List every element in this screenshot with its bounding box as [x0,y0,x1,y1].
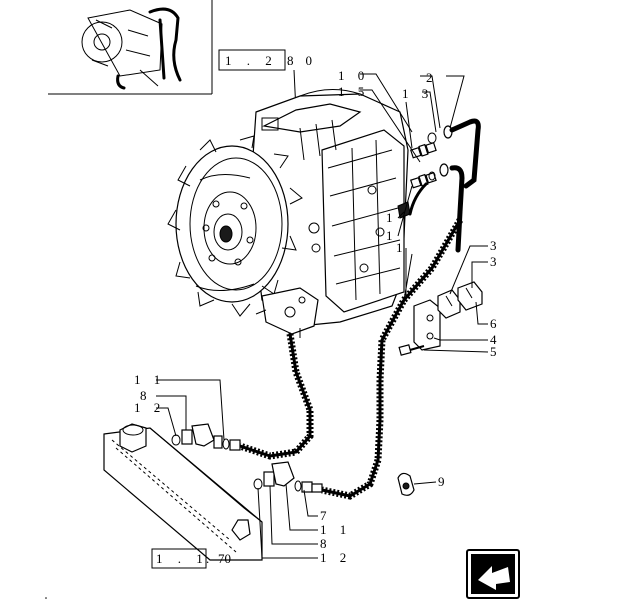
callout-5: 5 [490,344,502,359]
callout-11-bottom: 1 1 [320,522,351,537]
reference-1-17[interactable]: 1 . 1 7 . 0 [151,548,237,569]
bolt [398,344,425,356]
reference-1-28[interactable]: 1 . 2 8 . 0 [218,49,318,113]
callout-4: 4 [490,332,502,347]
oil-cooler [103,423,263,561]
thumbnail-inset [48,0,213,95]
clamp-half-upper [437,289,461,319]
callout-12-bottom: 1 2 [320,550,351,565]
leader-lines [156,73,489,559]
callout-1c: 1 [396,240,408,255]
lower-fittings [171,423,323,493]
reference-top-label: 1 . 2 8 [225,53,300,68]
stray-dot [45,597,47,599]
reference-box-top[interactable] [218,49,286,71]
callout-12-left: 1 2 [134,400,165,415]
callout-9: 9 [438,474,450,489]
reference-bottom-suffix: . 0 [206,551,237,566]
callout-7: 7 [320,508,332,523]
callout-3a: 3 [490,238,502,253]
callouts: 1 0 1 5 2 1 3 1 1 1 3 3 6 4 5 1 1 8 1 2 … [134,68,502,565]
arrow-down-left-icon[interactable] [466,549,520,599]
callout-2: 2 [426,70,438,85]
callout-11-left: 1 1 [134,372,165,387]
callout-6: 6 [490,316,502,331]
callout-10: 1 0 [338,68,369,83]
clamp-bracket-parts [397,281,483,496]
reference-top-suffix: . 0 [287,53,318,68]
callout-15: 1 5 [338,84,369,99]
thumbnail-transmission-sketch [81,7,182,90]
callout-8-left: 8 [140,388,152,403]
bracket-plate [413,299,441,351]
callout-3b: 3 [490,254,502,269]
callout-8-bottom: 8 [320,536,332,551]
reference-bottom-label: 1 . 1 7 [156,551,231,566]
callout-1b: 1 [386,228,398,243]
hose-lines [238,118,481,500]
clamp-half-lower [457,281,483,311]
transmission-assembly [167,89,409,338]
callout-13: 1 3 [402,86,433,101]
hose-clip [397,472,415,496]
reference-box-bottom[interactable] [151,548,207,569]
callout-1a: 1 [386,210,398,225]
flywheel [167,135,303,317]
